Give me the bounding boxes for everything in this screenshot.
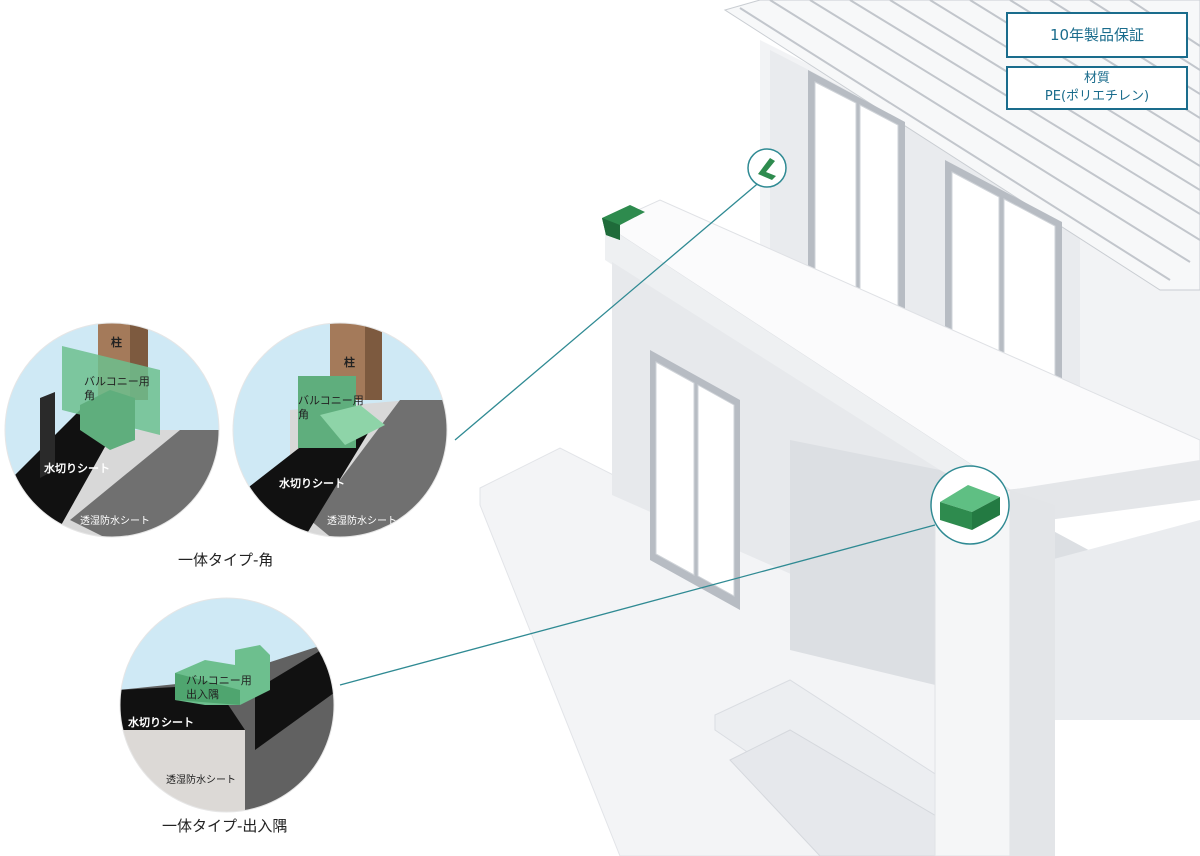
balcony-corner-part <box>602 205 645 240</box>
house-illustration <box>479 0 1200 856</box>
part-label: バルコニー用 <box>298 394 364 407</box>
detail-inout: バルコニー用 出入隅 水切りシート 透湿防水シート <box>119 597 335 813</box>
membrane-label: 透湿防水シート <box>80 514 150 527</box>
part-sub-label: 角 <box>84 389 95 402</box>
leader-line-corner <box>454 179 763 441</box>
flashing-label: 水切りシート <box>128 715 194 729</box>
detail-corner-b: 柱 バルコニー用 角 水切りシート 透湿防水シート <box>232 322 448 538</box>
warranty-badge: 10年製品保証 <box>1006 12 1188 58</box>
membrane-label: 透湿防水シート <box>327 514 397 527</box>
part-sub-label: 出入隅 <box>186 687 219 701</box>
inout-marker <box>930 465 1010 545</box>
pillar-label: 柱 <box>344 355 355 369</box>
leader-line-inout <box>339 524 936 686</box>
pillar-label: 柱 <box>111 335 122 349</box>
corner-marker <box>747 148 787 188</box>
ground-window <box>650 350 740 610</box>
warranty-text: 10年製品保証 <box>1049 26 1145 44</box>
part-label: バルコニー用 <box>186 674 252 687</box>
part-label: バルコニー用 <box>84 375 150 388</box>
material-title: 材質 <box>1083 71 1110 86</box>
part-sub-label: 角 <box>298 408 309 421</box>
flashing-label: 水切りシート <box>44 461 110 475</box>
membrane-label: 透湿防水シート <box>166 773 236 786</box>
caption-corner-type: 一体タイプ-角 <box>178 551 274 569</box>
caption-inout-type: 一体タイプ-出入隅 <box>162 817 288 835</box>
material-badge: 材質 PE(ポリエチレン) <box>1006 66 1188 110</box>
material-value: PE(ポリエチレン) <box>1044 89 1150 104</box>
detail-corner-a: 柱 バルコニー用 角 水切りシート 透湿防水シート <box>4 322 220 538</box>
flashing-label: 水切りシート <box>279 476 345 490</box>
